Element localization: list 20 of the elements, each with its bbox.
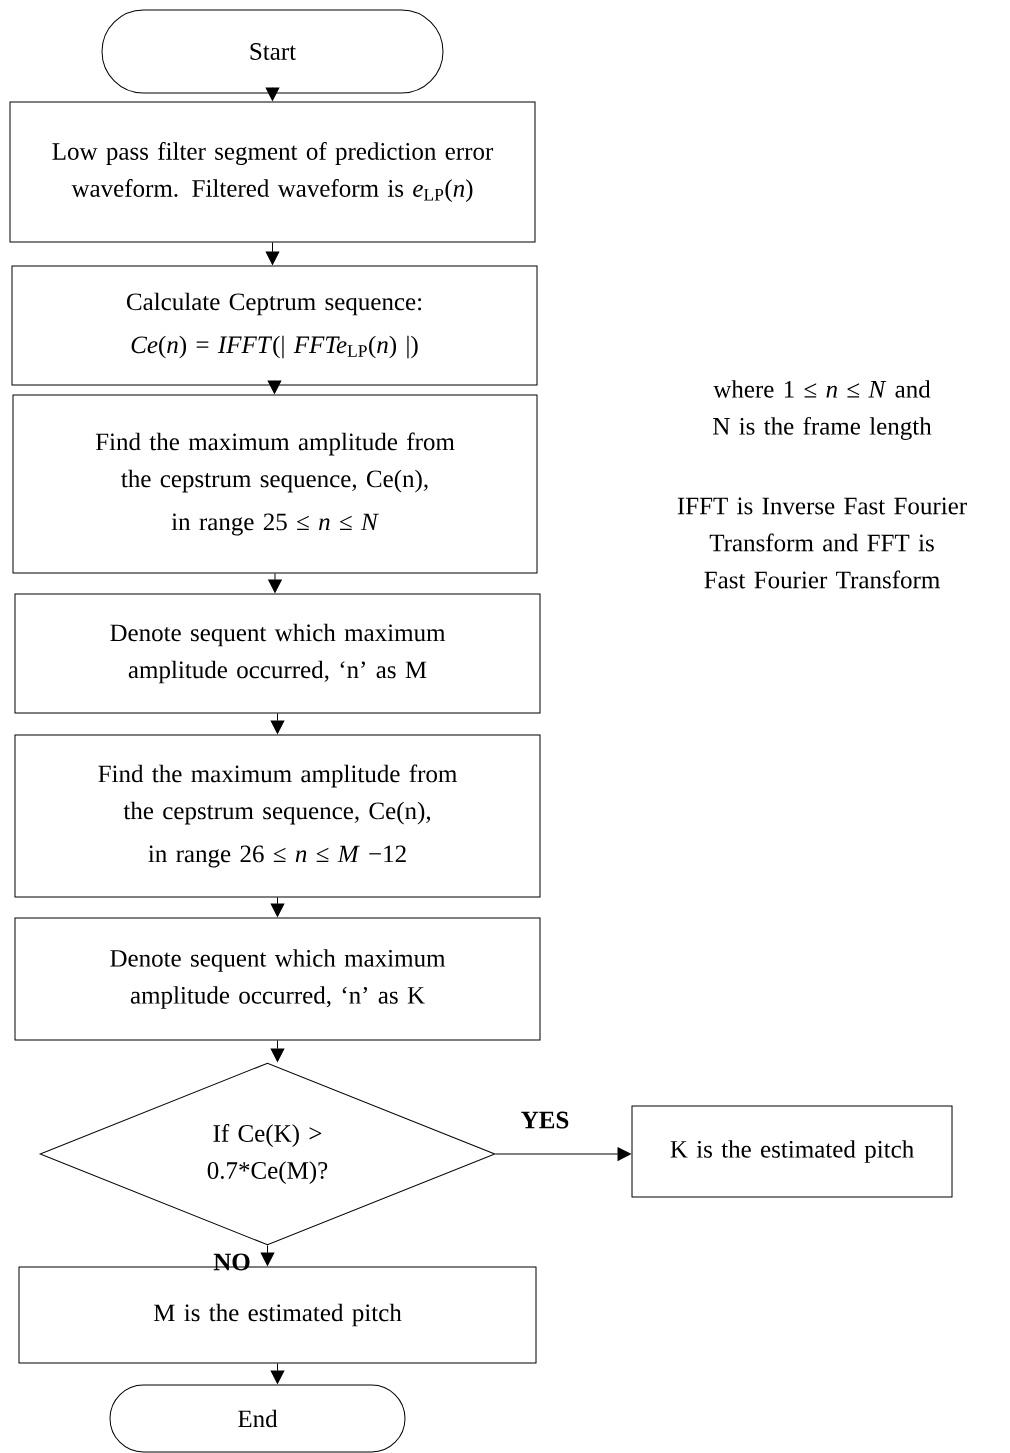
note-text: IFFT is Inverse Fast Fourier Transform and FFT is Fast Fourier Transform — [677, 497, 967, 589]
process-box: K is the estimated pitch — [631, 1105, 953, 1198]
process-box: Find the maximum amplitude from the cepstrum sequence, Ce(n), in range 25 ≤ n ≤ N — [12, 394, 538, 574]
arrow — [270, 1363, 285, 1384]
process-box: Denote sequent which maximum amplitude occurred, ‘n’ as K — [14, 917, 541, 1041]
arrow — [260, 1245, 275, 1266]
arrow — [270, 713, 285, 734]
arrow — [495, 1147, 631, 1161]
edge-label: YES — [521, 1111, 569, 1129]
process-box: Denote sequent which maximum amplitude occurred, ‘n’ as M — [14, 593, 541, 714]
process-box: Find the maximum amplitude from the cepstrum sequence, Ce(n), in range 26 ≤ n ≤ M −12 — [14, 734, 541, 898]
process-box: Low pass filter segment of prediction error waveform. Filtered waveform is e$_{LP}$(n) — [9, 101, 536, 243]
arrow — [270, 1040, 285, 1062]
arrow — [267, 380, 282, 394]
process-box: Calculate Ceptrum sequence: Ce(n) = IFFT(| FFTe$_{LP}$(n) |) — [11, 265, 538, 386]
arrow — [270, 897, 285, 917]
arrow — [265, 87, 280, 101]
arrow — [265, 242, 280, 265]
arrow — [268, 573, 282, 593]
note-text: where 1 ≤ n ≤ N and N is the frame length — [713, 380, 932, 440]
